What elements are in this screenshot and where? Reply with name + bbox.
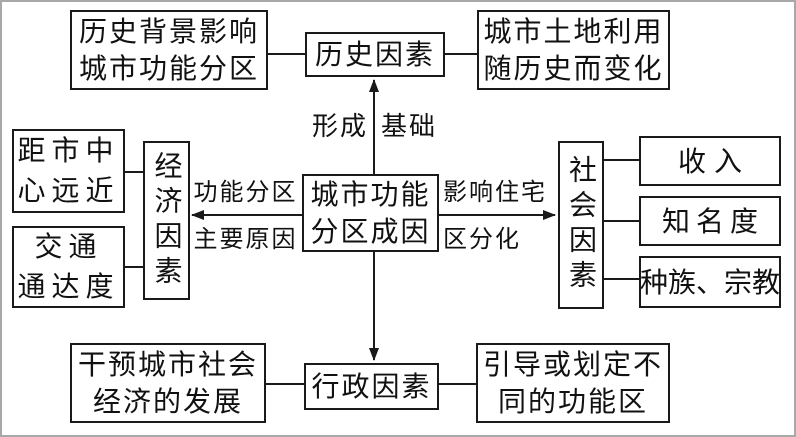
arrow-label-main-reason: 主要原因: [193, 225, 298, 253]
box-distance-from-center: 距市中 心远近: [12, 129, 125, 213]
box-designate-zones: 引导或划定不 同的功能区: [476, 343, 670, 423]
text-line: 经济的发展: [92, 385, 243, 418]
text-line: 城市功能: [310, 178, 431, 211]
box-income: 收入: [639, 136, 781, 186]
arrow-label-form: 形成: [311, 112, 368, 142]
arrow-label-zone-differentiation: 区分化: [443, 225, 521, 253]
text-line: 同的功能区: [497, 385, 648, 418]
box-history-factor: 历史因素: [305, 32, 445, 77]
text-line: 干预城市社会: [77, 348, 258, 381]
box-social-factor: 社会因素: [558, 141, 604, 309]
text-line: 历史背景影响: [78, 15, 259, 48]
text-line: 知名度: [661, 204, 764, 238]
text-line: 收入: [677, 144, 750, 178]
box-land-use-change: 城市土地利用 随历史而变化: [477, 10, 670, 90]
text-line: 行政因素: [311, 370, 432, 403]
box-race-religion: 种族、宗教: [639, 256, 781, 308]
text-line: 交通: [34, 230, 103, 263]
text-line: 历史因素: [314, 38, 435, 71]
box-center-causes: 城市功能 分区成因: [302, 174, 439, 252]
arrow-label-function-zoning: 功能分区: [193, 178, 298, 206]
text-line: 随历史而变化: [483, 52, 664, 85]
text-line: 心远近: [17, 174, 120, 207]
arrow-label-basis: 基础: [381, 112, 438, 142]
text-line: 城市土地利用: [483, 15, 664, 48]
box-traffic-accessibility: 交通 通达度: [12, 226, 125, 308]
text-line: 距市中: [17, 134, 120, 167]
text-line: 城市功能分区: [78, 52, 259, 85]
box-economic-factor: 经济因素: [143, 141, 190, 300]
text-line: 通达度: [17, 270, 120, 303]
text-line: 分区成因: [310, 215, 431, 248]
box-history-background: 历史背景影响 城市功能分区: [70, 10, 268, 90]
box-fame: 知名度: [639, 196, 781, 246]
arrow-label-affect-residential: 影响住宅: [443, 178, 547, 206]
text-line: 种族、宗教: [640, 265, 781, 299]
text-line: 引导或划定不: [482, 348, 663, 381]
box-administrative-factor: 行政因素: [304, 363, 439, 410]
box-intervene-development: 干预城市社会 经济的发展: [70, 343, 266, 423]
